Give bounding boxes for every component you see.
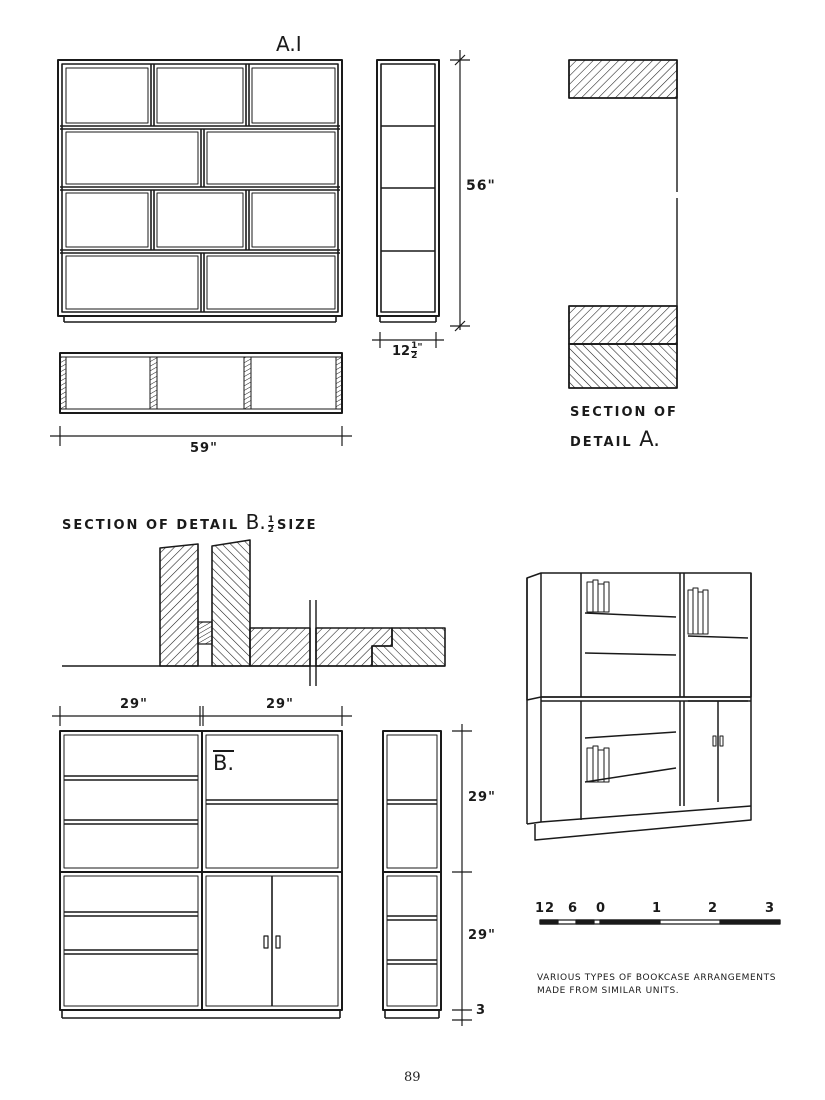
scale-tick-1: 1 <box>652 901 663 916</box>
section-a-line2: DETAIL A. <box>570 427 660 451</box>
fig-b-label: B. <box>213 750 235 775</box>
scale-tick-6: 6 <box>568 901 579 916</box>
section-detail-a <box>568 59 678 389</box>
page-number: 89 <box>404 1070 421 1085</box>
scale-bar <box>539 919 781 925</box>
caption-line-1: VARIOUS TYPES OF BOOKCASE ARRANGEMENTS <box>537 973 777 983</box>
fig-a-side-elevation <box>376 59 440 323</box>
section-a-letter: A. <box>639 427 660 451</box>
section-a-line1: SECTION OF <box>570 405 678 420</box>
section-detail-b <box>62 539 446 686</box>
fig-b-width-dimensions <box>52 706 352 726</box>
fig-b-right-width: 29" <box>266 697 294 712</box>
scale-frac-num: 1 <box>267 515 274 526</box>
section-b-size-word: SIZE <box>277 518 318 533</box>
caption: VARIOUS TYPES OF BOOKCASE ARRANGEMENTS M… <box>537 972 776 998</box>
depth-whole: 12 <box>392 344 411 359</box>
bookcase-perspective <box>526 572 752 841</box>
depth-inch: " <box>417 342 423 353</box>
fig-a-height-label: 56" <box>466 178 496 194</box>
fig-b-lower-height: 29" <box>468 928 496 943</box>
scale-tick-3: 3 <box>765 901 776 916</box>
fig-a-depth-dimension <box>372 332 444 348</box>
fig-b-upper-height: 29" <box>468 790 496 805</box>
fig-b-base-height: 3 <box>476 1003 487 1018</box>
scale-frac-den: 2 <box>267 525 274 535</box>
fig-a-width-label: 59" <box>190 441 218 456</box>
section-a-detail-word: DETAIL <box>570 435 633 450</box>
section-b-letter: B. <box>245 510 266 534</box>
depth-frac-den: 2 <box>411 351 418 361</box>
fig-a-width-dimension <box>50 426 352 446</box>
scale-tick-2: 2 <box>708 901 719 916</box>
scale-tick-0: 0 <box>596 901 607 916</box>
section-b-heading-text: SECTION OF DETAIL <box>62 518 240 533</box>
fig-b-left-width: 29" <box>120 697 148 712</box>
fig-a-plan <box>59 352 343 414</box>
fig-b-height-dimensions <box>452 724 472 1026</box>
fig-a-front-elevation <box>57 59 343 323</box>
scale-tick-12: 12 <box>535 901 556 916</box>
fig-b-front-elevation <box>59 730 343 1019</box>
caption-line-2: MADE FROM SIMILAR UNITS. <box>537 986 680 996</box>
fig-a-title: A.I <box>276 32 302 56</box>
fig-b-side-elevation <box>382 730 442 1019</box>
fig-a-height-dimension <box>450 50 470 332</box>
depth-frac-num: 1 <box>411 341 418 352</box>
